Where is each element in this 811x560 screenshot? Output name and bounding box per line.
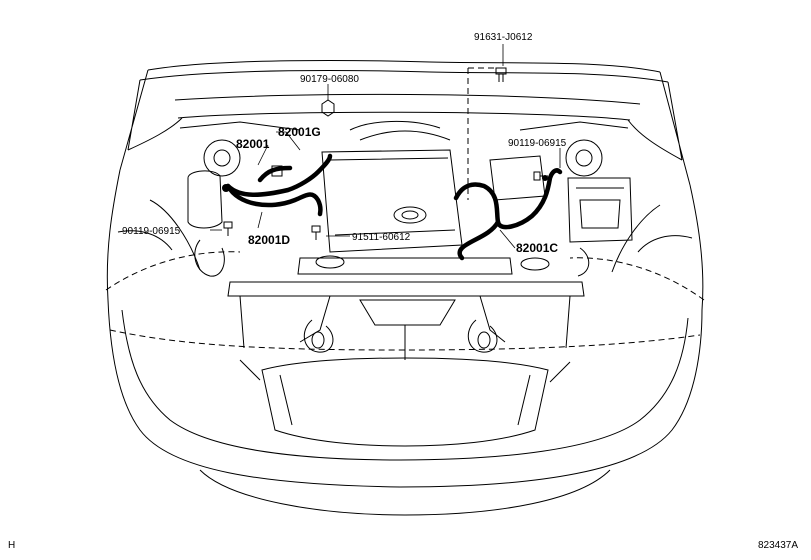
- part-labels: 91631-J0612 90179-06080 82001G 82001 901…: [122, 32, 567, 255]
- wire-harness-left: [222, 153, 333, 217]
- bolt-90119-right: [533, 171, 548, 181]
- part-label-82001g: 82001G: [278, 125, 321, 139]
- bolt-91511: [311, 225, 321, 240]
- part-label-91631-j0612: 91631-J0612: [474, 32, 533, 43]
- part-label-82001d: 82001D: [248, 233, 290, 247]
- leader-lines: [210, 44, 561, 249]
- part-label-90119-06915-right: 90119-06915: [508, 138, 567, 149]
- bolt-90119-left: [223, 221, 233, 236]
- corner-code: H: [8, 540, 15, 551]
- part-label-82001: 82001: [236, 137, 270, 151]
- illustration-id: 823437A: [758, 540, 798, 551]
- engine-compartment: [117, 111, 693, 360]
- bolt-91631: [495, 67, 507, 82]
- part-label-90179-06080: 90179-06080: [300, 74, 359, 85]
- nut-90179: [321, 99, 335, 117]
- car-body-outline: [105, 59, 705, 516]
- part-label-90119-06915-left: 90119-06915: [122, 226, 181, 237]
- part-label-91511-60612: 91511-60612: [352, 232, 411, 243]
- part-label-82001c: 82001C: [516, 241, 558, 255]
- ground-terminal-left: [222, 184, 230, 192]
